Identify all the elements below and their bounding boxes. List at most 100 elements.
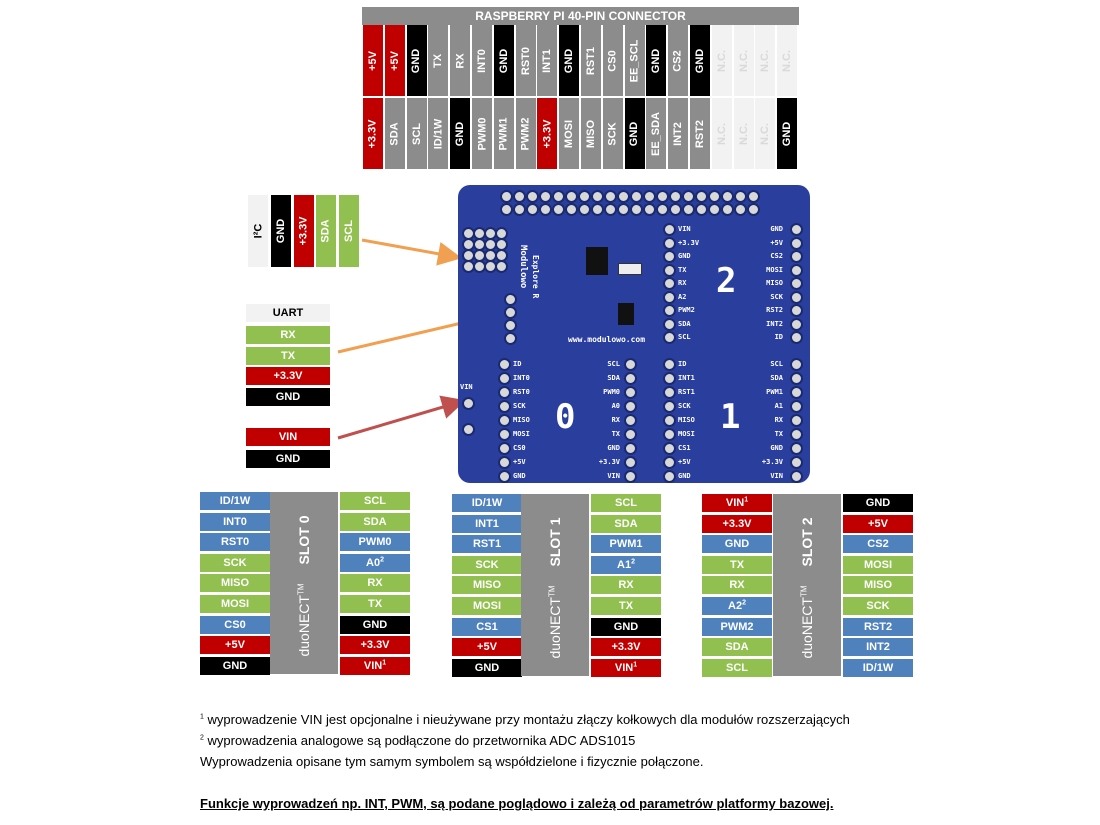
board-pin-label: ID xyxy=(774,333,783,341)
pad-hole xyxy=(498,456,511,469)
pad-hole xyxy=(663,372,676,385)
pad-hole xyxy=(663,386,676,399)
pad-hole xyxy=(663,428,676,441)
slot-2-right-pin: CS2 xyxy=(843,535,913,554)
i2c-arrow xyxy=(361,238,462,266)
slot-1-right-pin: SCL xyxy=(591,494,661,512)
pad-hole xyxy=(663,331,676,344)
board-pin-label: +5V xyxy=(770,238,783,247)
pad-hole xyxy=(695,203,708,216)
connector-pin: N.C. xyxy=(755,25,776,96)
slot-1-left-pin: +5V xyxy=(452,638,522,657)
slot-2-left-pin: TX xyxy=(702,555,772,574)
pad-hole xyxy=(539,203,552,216)
pad-hole xyxy=(669,190,682,203)
slot-2-left-pin: A22 xyxy=(702,597,772,615)
pad-hole xyxy=(790,317,803,331)
pad-hole xyxy=(669,203,682,216)
superscript: 2 xyxy=(742,599,746,607)
board-pin-label: MISO xyxy=(678,416,695,424)
pad-hole xyxy=(663,304,676,317)
slot-0-name: SLOT 0 xyxy=(296,515,312,565)
pad-hole xyxy=(663,400,676,413)
connector-pin: N.C. xyxy=(755,98,776,169)
board-pin-label: MISO xyxy=(766,279,783,287)
pad-hole xyxy=(663,470,676,483)
pad-hole xyxy=(790,236,803,250)
pad-hole xyxy=(790,442,803,455)
pad-hole xyxy=(790,290,803,304)
pad-hole xyxy=(604,203,617,216)
board-pin-label: SCL xyxy=(770,360,783,368)
uart-pin: +3.3V xyxy=(246,367,330,385)
pad-hole xyxy=(790,456,803,469)
slot-1-right-pin: +3.3V xyxy=(591,638,661,657)
connector-pin: EE_SCL xyxy=(624,25,645,96)
note-1: 1 wyprowadzenie VIN jest opcjonalne i ni… xyxy=(200,712,850,727)
pad-hole xyxy=(790,428,803,441)
slot-0-right-pin: A02 xyxy=(340,553,410,572)
pad-hole xyxy=(663,317,676,331)
board-pin-label: VIN xyxy=(607,472,620,480)
slot-1-brand: duoNECTTM xyxy=(547,585,563,659)
slot-1-left-pin: INT1 xyxy=(452,514,522,533)
board-pin-label: SCK xyxy=(513,402,526,410)
connector-pin: +3.3V xyxy=(363,98,383,169)
board-pin-label: +3.3V xyxy=(678,238,700,247)
slot-0-left-pin: MOSI xyxy=(200,595,270,613)
pad-hole xyxy=(790,263,803,277)
pad-hole xyxy=(624,456,637,469)
slot-2-left-pin: SCL xyxy=(702,658,772,677)
pad-hole xyxy=(708,203,721,216)
pad-hole xyxy=(790,400,803,413)
slot-0-right-pin: RX xyxy=(340,574,410,593)
slot-2-right-pin: MISO xyxy=(843,576,913,595)
connector-pin: MOSI xyxy=(559,98,580,169)
connector-pin: N.C. xyxy=(711,25,732,96)
slot-1-left-pin: MOSI xyxy=(452,597,522,615)
board-pin-label: MOSI xyxy=(678,430,695,438)
slot-0-right-pin: SDA xyxy=(340,512,410,531)
uart-pin: RX xyxy=(246,326,330,344)
slot-0-right-pin: VIN1 xyxy=(340,656,410,675)
board-pin-label: VIN xyxy=(770,472,783,480)
board-pin-label: GND xyxy=(770,444,783,452)
slot-2-right-pin: GND xyxy=(843,494,913,512)
connector-pin: GND xyxy=(559,25,580,96)
pad-hole xyxy=(790,470,803,483)
pad-hole xyxy=(721,190,734,203)
board-pin-label: CS0 xyxy=(513,444,526,452)
slot-1-right-pin: VIN1 xyxy=(591,658,661,677)
slot-0-left-pin: INT0 xyxy=(200,512,270,531)
connector-pin: MISO xyxy=(581,98,601,169)
pad-hole xyxy=(462,397,475,410)
board-pin-label: RX xyxy=(678,279,687,287)
pad-hole xyxy=(790,304,803,317)
connector-pin: N.C. xyxy=(777,25,798,96)
board-slot-number-0: 0 xyxy=(555,397,576,437)
board-pin-label: SDA xyxy=(678,319,691,328)
slot-1-right-pin: PWM1 xyxy=(591,535,661,554)
note-3: Wyprowadzenia opisane tym samym symbolem… xyxy=(200,754,704,769)
board-url: www.modulowo.com xyxy=(568,335,646,344)
connector-pin: INT1 xyxy=(537,25,558,96)
connector-pin: GND xyxy=(406,25,427,96)
pad-hole xyxy=(747,203,760,216)
pad-hole xyxy=(504,293,517,306)
slot-1-left-pin: CS1 xyxy=(452,617,522,636)
board-slot-number-2: 2 xyxy=(716,261,737,301)
connector-pin: RST0 xyxy=(515,25,536,96)
pad-hole xyxy=(526,190,539,203)
slot-2-brand: duoNECTTM xyxy=(799,585,815,659)
board-pin-label: PWM2 xyxy=(678,306,695,314)
vin-arrow xyxy=(337,395,466,440)
pad-hole xyxy=(526,203,539,216)
connector-pin: CS2 xyxy=(668,25,689,96)
pad-hole xyxy=(498,372,511,385)
slot-2-right-pin: ID/1W xyxy=(843,658,913,677)
pad-hole xyxy=(565,203,578,216)
slot-1-right-pin: TX xyxy=(591,597,661,615)
slot-2-left-pin: GND xyxy=(702,535,772,554)
pad-hole xyxy=(790,331,803,344)
